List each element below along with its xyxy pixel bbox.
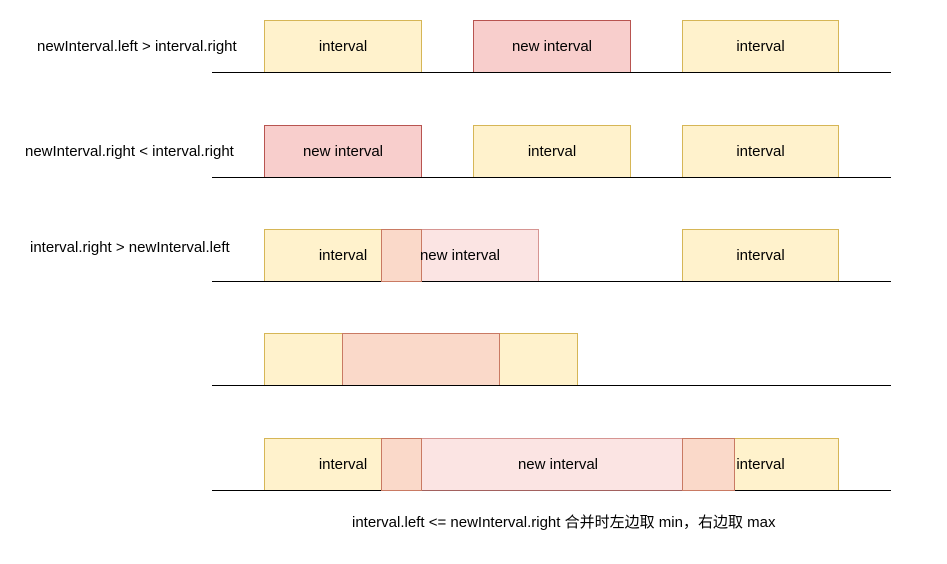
row-5-overlap-right bbox=[682, 438, 735, 491]
row-1-new-interval-box-label: new interval bbox=[511, 37, 593, 55]
row-5-interval-box-2-label: interval bbox=[736, 455, 785, 473]
row-5-new-interval-box-label: new interval bbox=[517, 455, 599, 473]
row-2-interval-box-1: interval bbox=[473, 125, 631, 178]
row-1-interval-box-1: interval bbox=[264, 20, 422, 73]
row-1-label: newInterval.left > interval.right bbox=[37, 38, 237, 55]
row-1-interval-box-2: interval bbox=[682, 20, 839, 73]
row-4-new-interval-box bbox=[342, 333, 500, 386]
row-3-interval-box-1-label: interval bbox=[318, 246, 368, 264]
row-3-interval-box-2: interval bbox=[682, 229, 839, 282]
row-2-label: newInterval.right < interval.right bbox=[25, 143, 234, 160]
row-3-new-interval-box-label: new interval bbox=[419, 246, 501, 264]
row-4-baseline bbox=[212, 385, 891, 386]
row-2-interval-box-2-label: interval bbox=[736, 142, 785, 160]
row-2-interval-box-2: interval bbox=[682, 125, 839, 178]
row-5-interval-box-1-label: interval bbox=[318, 455, 368, 473]
row-1-baseline bbox=[212, 72, 891, 73]
row-1-new-interval-box: new interval bbox=[473, 20, 631, 73]
row-1-interval-box-1-label: interval bbox=[318, 37, 368, 55]
row-5-overlap-left bbox=[381, 438, 422, 491]
row-1-interval-box-2-label: interval bbox=[736, 37, 785, 55]
row-2-new-interval-box-label: new interval bbox=[302, 142, 384, 160]
row-5-new-interval-box: new interval bbox=[381, 438, 735, 491]
row-2-interval-box-1-label: interval bbox=[527, 142, 577, 160]
row-3-overlap-region bbox=[381, 229, 422, 282]
row-3-interval-box-2-label: interval bbox=[736, 246, 785, 264]
row-2-baseline bbox=[212, 177, 891, 178]
row-3-label: interval.right > newInterval.left bbox=[30, 239, 230, 256]
row-3-baseline bbox=[212, 281, 891, 282]
row-2-new-interval-box: new interval bbox=[264, 125, 422, 178]
merge-rule-note: interval.left <= newInterval.right 合并时左边… bbox=[352, 514, 776, 531]
